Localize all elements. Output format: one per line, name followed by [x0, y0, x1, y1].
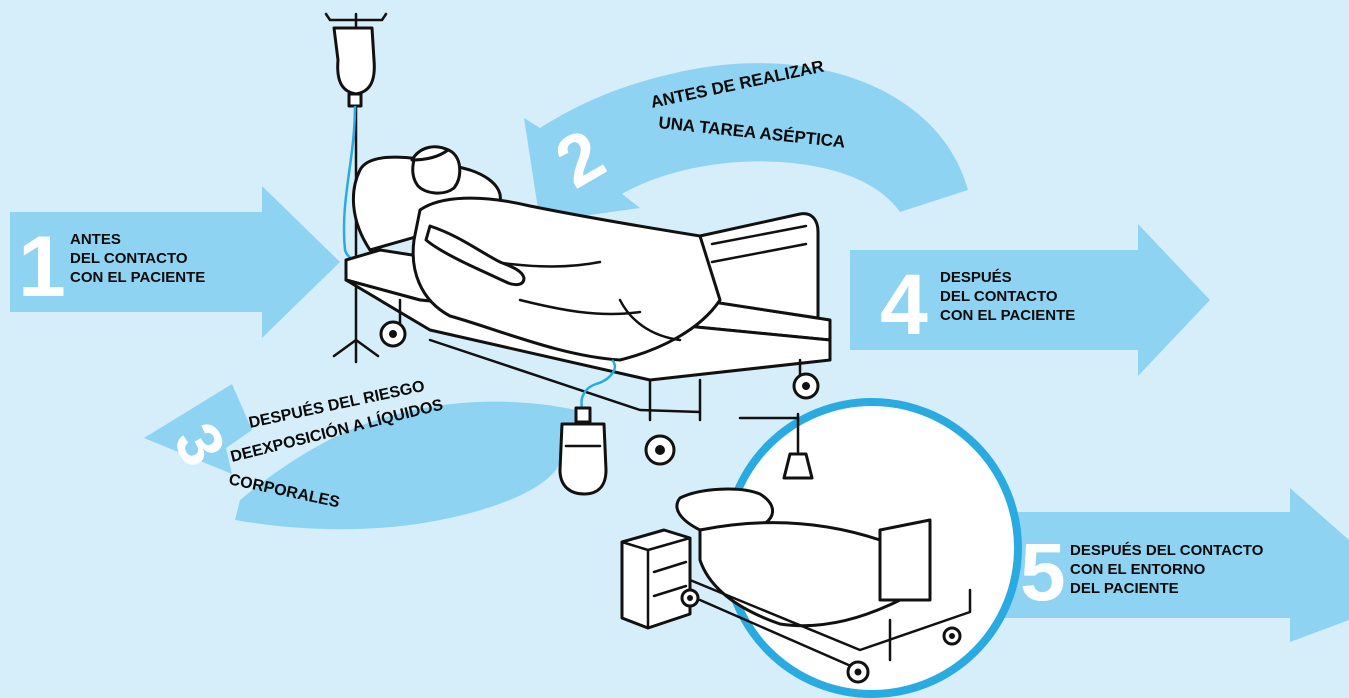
moment-1-line-2: DEL CONTACTO: [70, 250, 188, 267]
moment-1-number: 1: [18, 219, 66, 315]
empty-bed-icon: [675, 487, 972, 684]
moment-1-line-1: ANTES: [70, 231, 121, 248]
moment-4-line-2: DEL CONTACTO: [940, 288, 1058, 305]
moment-4-line-1: DESPUÉS: [940, 269, 1012, 286]
arrow-moment-2: 2 ANTES DE REALIZAR UNA TAREA ASÉPTICA: [524, 57, 968, 222]
arrow-moment-3: 3 DESPUÉS DEL RIESGO DEEXPOSICIÓN A LÍQU…: [144, 376, 585, 530]
moment-5-line-2: CON EL ENTORNO: [1070, 561, 1206, 578]
moment-1-line-3: CON EL PACIENTE: [70, 269, 205, 286]
arrow-moment-1: 1 ANTES DEL CONTACTO CON EL PACIENTE: [10, 186, 340, 338]
arrow-moment-5: [960, 488, 1349, 642]
arrow-moment-4: 4 DESPUÉS DEL CONTACTO CON EL PACIENTE: [850, 224, 1210, 376]
moment-5-line-3: DEL PACIENTE: [1070, 580, 1179, 597]
moment-4-line-3: CON EL PACIENTE: [940, 307, 1075, 324]
moment-5-number: 5: [1020, 527, 1066, 618]
patient-icon: [410, 145, 722, 362]
call-light-icon: [738, 412, 814, 480]
moment-5-line-1: DESPUÉS DEL CONTACTO: [1070, 542, 1264, 559]
moment-4-number: 4: [880, 257, 928, 353]
urine-bag-icon: [558, 359, 617, 496]
bedside-table-icon: [620, 528, 692, 630]
